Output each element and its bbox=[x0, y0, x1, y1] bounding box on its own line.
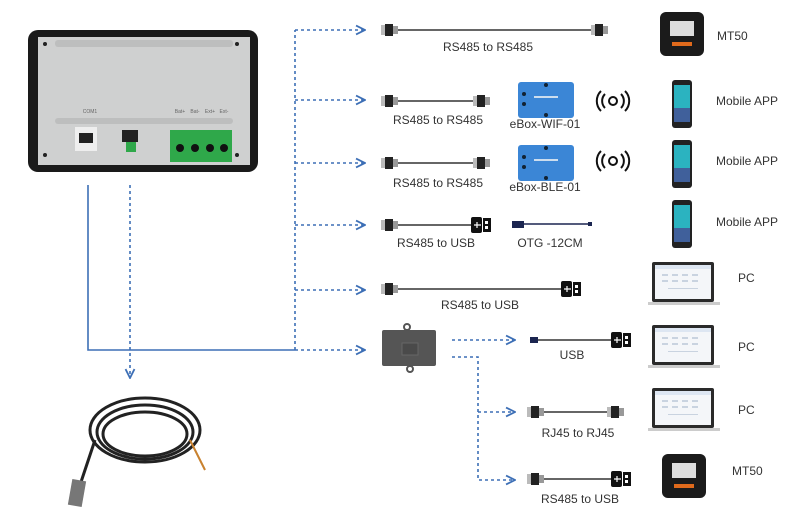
usb-plug-icon bbox=[610, 470, 632, 488]
rj45-connector-icon bbox=[607, 406, 624, 418]
cable-label: RS485 to USB bbox=[397, 236, 475, 250]
device-label: PC bbox=[738, 271, 755, 285]
wireless-signal-icon bbox=[595, 90, 631, 112]
rj45-connector-icon bbox=[527, 473, 544, 485]
mt50-meter-icon bbox=[660, 12, 704, 56]
cable-label: RS485 to RS485 bbox=[393, 176, 483, 190]
rj45-connector-icon bbox=[473, 95, 490, 107]
laptop-icon bbox=[648, 388, 720, 431]
rj45-connector-icon bbox=[381, 24, 398, 36]
row-4: RS485 to USB OTG -12CM Mobile APP bbox=[381, 200, 778, 250]
mt50-meter-icon bbox=[662, 454, 706, 498]
device-label: MT50 bbox=[732, 464, 763, 478]
cable-label: USB bbox=[560, 348, 585, 362]
rj45-connector-icon bbox=[381, 95, 398, 107]
cable-label: RS485 to RS485 bbox=[443, 40, 533, 54]
adapter-label: OTG -12CM bbox=[517, 236, 582, 250]
ebox-adapter-icon bbox=[518, 145, 574, 181]
row-5: RS485 to USB PC bbox=[381, 262, 755, 312]
device-label: Mobile APP bbox=[716, 154, 778, 168]
ebox-adapter-icon bbox=[518, 82, 574, 118]
rj45-connector-icon bbox=[527, 406, 544, 418]
controller-back-panel: COM1 Bat+ Bat- Ext+ Ext- bbox=[28, 30, 258, 172]
device-label: Mobile APP bbox=[716, 94, 778, 108]
rj45-connector-icon bbox=[591, 24, 608, 36]
otg-cable-icon bbox=[512, 221, 592, 228]
wireless-signal-icon bbox=[595, 150, 631, 172]
gateway-row-2: RJ45 to RJ45 PC bbox=[527, 388, 755, 440]
rj45-connector-icon bbox=[381, 157, 398, 169]
port-label-ext-minus: Ext- bbox=[220, 109, 229, 115]
laptop-icon bbox=[648, 262, 720, 305]
rj45-connector-icon bbox=[473, 157, 490, 169]
device-label: MT50 bbox=[717, 29, 748, 43]
row-2: RS485 to RS485 eBox-WIF-01 Mobile APP bbox=[381, 80, 778, 131]
rj45-connector-icon bbox=[381, 219, 398, 231]
cable-label: RS485 to RS485 bbox=[393, 113, 483, 127]
cable-label: RJ45 to RJ45 bbox=[542, 426, 615, 440]
adapter-label: eBox-WIF-01 bbox=[510, 117, 581, 131]
usb-plug-icon bbox=[610, 331, 632, 349]
port-label-bat-plus: Bat+ bbox=[175, 109, 186, 115]
gateway-row-3: RS485 to USB MT50 bbox=[527, 454, 763, 506]
cable-label: RS485 to USB bbox=[441, 298, 519, 312]
laptop-icon bbox=[648, 325, 720, 368]
smartphone-icon bbox=[672, 140, 692, 188]
port-label-bat-minus: Bat- bbox=[190, 109, 200, 115]
gateway-row-1: USB PC bbox=[530, 325, 755, 368]
usb-plug-icon bbox=[470, 216, 492, 234]
port-label-com1: COM1 bbox=[83, 109, 98, 115]
usb-plug-icon bbox=[560, 280, 582, 298]
smartphone-icon bbox=[672, 80, 692, 128]
rj45-connector-icon bbox=[381, 283, 398, 295]
cable-label: RS485 to USB bbox=[541, 492, 619, 506]
row-1: RS485 to RS485 MT50 bbox=[381, 12, 748, 56]
smartphone-icon bbox=[672, 200, 692, 248]
device-label: PC bbox=[738, 403, 755, 417]
device-label: PC bbox=[738, 340, 755, 354]
gateway-box-icon bbox=[382, 323, 436, 373]
adapter-label: eBox-BLE-01 bbox=[509, 180, 581, 194]
row-3: RS485 to RS485 eBox-BLE-01 Mobile APP bbox=[381, 140, 778, 194]
link-lines bbox=[87, 30, 515, 480]
device-label: Mobile APP bbox=[716, 215, 778, 229]
port-label-ext-plus: Ext+ bbox=[205, 109, 215, 115]
coiled-cable-icon bbox=[67, 396, 206, 508]
